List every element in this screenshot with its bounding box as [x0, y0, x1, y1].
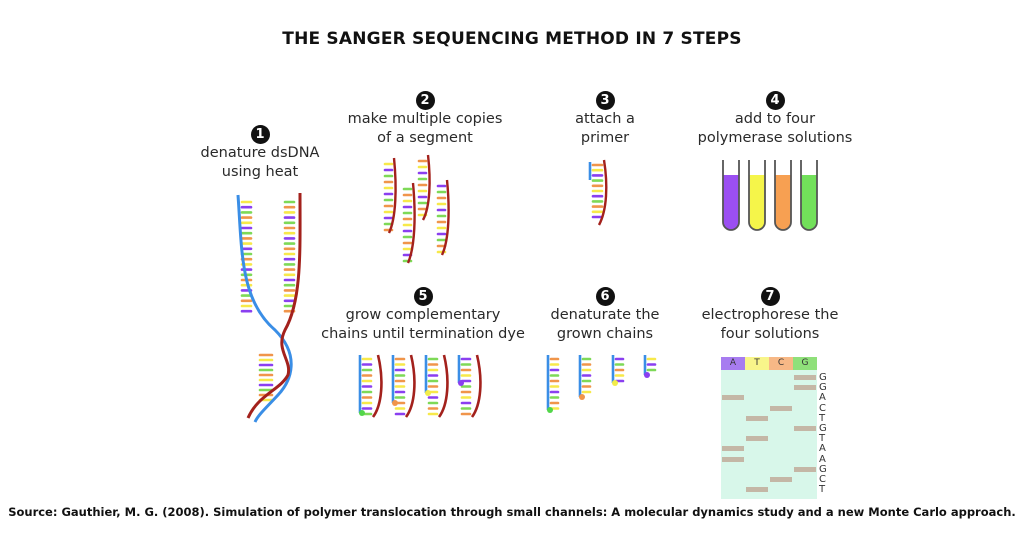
step-4-text-line2: polymerase solutions: [697, 130, 853, 146]
step-5-number: 5: [413, 287, 433, 306]
denatured-chains-illustration: [546, 355, 657, 413]
dna-segment-strand: [440, 179, 450, 256]
gel-band: [746, 415, 768, 421]
step-1-text-line1: denature dsDNA: [200, 145, 320, 161]
termination-dye: [458, 380, 464, 386]
primer-attached-illustration: [588, 159, 608, 226]
template-strand: [437, 354, 449, 418]
gel-band: [722, 446, 744, 452]
step-4-label: 4 add to four polymerase solutions: [690, 91, 860, 148]
step-3-number: 3: [595, 91, 615, 110]
step-2-text-line1: make multiple copies: [347, 111, 503, 127]
sequence-letter: T: [819, 433, 826, 445]
tube-empty-space: [801, 160, 817, 175]
polymerase-tubes-illustration: [722, 160, 818, 231]
step-1-number: 1: [250, 125, 270, 144]
termination-dye: [547, 407, 553, 413]
gel-band: [794, 466, 816, 472]
step-5-text-line1: grow complementary: [345, 307, 501, 323]
dna-segment-strand: [387, 157, 397, 234]
sequence-letter: T: [819, 484, 826, 496]
template-strand: [597, 159, 608, 226]
blue-dna-strand: [236, 194, 293, 423]
step-1-text-line2: using heat: [221, 164, 299, 180]
step-2-number: 2: [415, 91, 435, 110]
termination-dye: [359, 410, 365, 416]
template-strand: [371, 354, 383, 418]
tube-empty-space: [749, 160, 765, 175]
termination-dye: [612, 380, 618, 386]
tube-empty-space: [775, 160, 791, 175]
tube-empty-space: [723, 160, 739, 175]
termination-dye: [425, 390, 431, 396]
sequence-letter: A: [819, 443, 826, 455]
test-tube-outline: [748, 160, 766, 231]
step-7-label: 7 electrophorese the four solutions: [695, 287, 845, 344]
step-3-text-line1: attach a: [575, 111, 635, 127]
tube-solution: [801, 175, 817, 230]
termination-dye: [579, 394, 585, 400]
gel-lane-header: C: [769, 357, 793, 370]
termination-dye: [392, 400, 398, 406]
gel-band: [722, 395, 744, 401]
step-6-label: 6 denaturate the grown chains: [540, 287, 670, 344]
dna-segment-strand: [421, 154, 431, 221]
tube-solution: [749, 175, 765, 230]
sequence-letter: G: [819, 382, 827, 394]
test-tube-outline: [774, 160, 792, 231]
dsdna-denaturing-illustration: [236, 192, 302, 423]
test-tube-outline: [800, 160, 818, 231]
step-3-label: 3 attach a primer: [560, 91, 650, 148]
step-6-number: 6: [595, 287, 615, 306]
gel-band: [794, 426, 816, 431]
sequence-letter: C: [819, 474, 826, 485]
gel-band: [770, 405, 792, 411]
step-7-text-line2: four solutions: [720, 326, 820, 342]
dna-segment-strand: [406, 182, 416, 264]
test-tube-outline: [722, 160, 740, 231]
gel-band: [794, 375, 816, 380]
gel-band: [746, 436, 768, 442]
sequence-letter: A: [819, 453, 826, 465]
growing-chains-illustration: [358, 354, 482, 418]
gel-band: [794, 385, 816, 391]
gel-band: [722, 456, 744, 462]
step-6-text-line2: grown chains: [556, 326, 654, 342]
step-4-text-line1: add to four: [734, 111, 816, 127]
step-5-label: 5 grow complementary chains until termin…: [318, 287, 528, 344]
step-2-label: 2 make multiple copies of a segment: [340, 91, 510, 148]
sequence-letter: T: [819, 412, 826, 424]
gel-lane-header: G: [793, 357, 817, 370]
step-7-number: 7: [760, 287, 780, 306]
gel-band: [746, 487, 768, 493]
step-2-text-line2: of a segment: [377, 130, 473, 146]
step-4-number: 4: [765, 91, 785, 110]
sequence-letter: C: [819, 402, 826, 414]
step-5-text-line2: chains until termination dye: [321, 326, 525, 342]
termination-dye: [644, 372, 650, 378]
step-7-text-line1: electrophorese the: [701, 307, 839, 323]
tube-solution: [775, 175, 791, 230]
template-strand: [404, 354, 416, 418]
gel-band: [770, 477, 792, 482]
segment-copies-illustration: [383, 154, 450, 264]
source-citation: Source: Gauthier, M. G. (2008). Simulati…: [8, 505, 1016, 519]
step-3-text-line2: primer: [580, 130, 630, 146]
sequence-letter: G: [819, 372, 827, 383]
gel-lane-header: T: [745, 357, 769, 370]
sequence-letter: G: [819, 463, 827, 475]
sequence-letter: G: [819, 423, 827, 434]
step-1-label: 1 denature dsDNA using heat: [200, 125, 320, 182]
tube-solution: [723, 175, 739, 230]
diagram-title: THE SANGER SEQUENCING METHOD IN 7 STEPS: [282, 29, 742, 49]
template-strand: [470, 354, 482, 418]
sequence-letter: A: [819, 392, 826, 404]
red-dna-strand: [246, 192, 302, 419]
step-6-text-line1: denaturate the: [550, 307, 660, 323]
gel-lane-header: A: [721, 357, 745, 370]
